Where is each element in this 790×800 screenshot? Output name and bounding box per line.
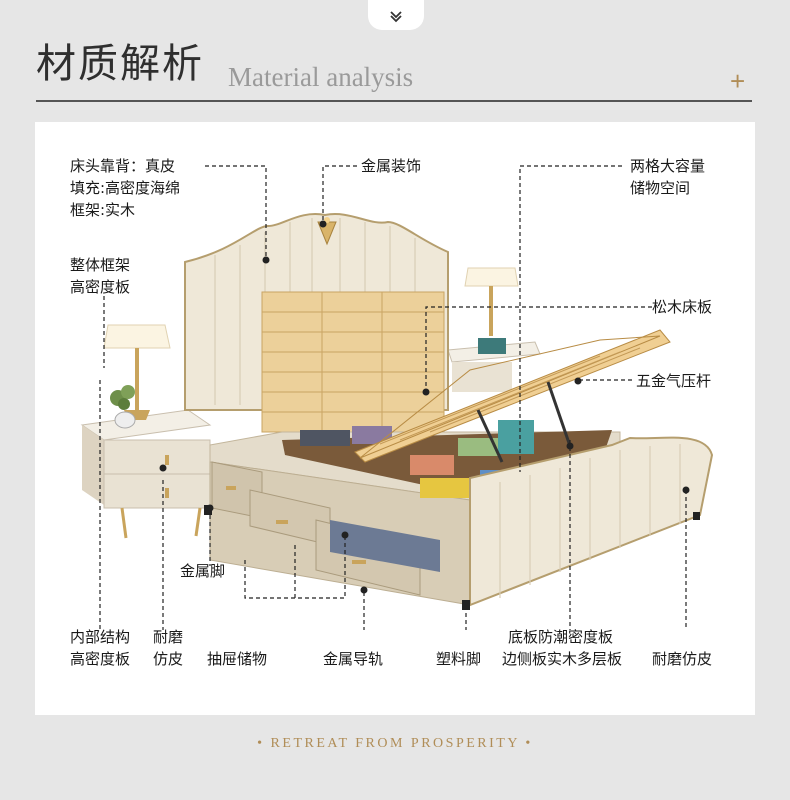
lift-platform <box>354 329 671 463</box>
callout-storage: 两格大容量 储物空间 <box>630 157 706 197</box>
callout-lines <box>99 165 687 630</box>
callout-headboard: 床头靠背：真皮 填充:高密度海绵 框架:实木 <box>70 157 181 219</box>
footboard <box>204 436 714 610</box>
plant <box>110 385 136 429</box>
callout-metal-deco: 金属装饰 <box>361 157 422 175</box>
callout-base-board: 底板防潮密度板 边侧板实木多层板 <box>502 628 623 668</box>
callout-dots <box>159 220 690 610</box>
callout-frame: 整体框架 高密度板 <box>70 256 131 296</box>
footer-tagline: • RETREAT FROM PROSPERITY • <box>257 736 533 751</box>
page-subtitle: Material analysis <box>228 62 414 92</box>
plus-icon[interactable]: + <box>730 66 746 96</box>
callout-wear-resistant-left: 耐磨 仿皮 <box>153 628 184 668</box>
callout-pine-slats: 松木床板 <box>652 298 713 316</box>
callout-plastic-feet: 塑料脚 <box>436 650 482 668</box>
top-tab[interactable] <box>368 0 424 30</box>
lamp-left <box>103 324 171 420</box>
drawers <box>211 461 440 596</box>
nightstand-left <box>80 409 212 539</box>
slat-panel <box>261 291 445 433</box>
nightstand-right <box>447 267 541 392</box>
callout-metal-rail: 金属导轨 <box>323 650 384 668</box>
page-title: 材质解析 <box>36 41 204 87</box>
callout-wear-resistant-right: 耐磨仿皮 <box>652 650 713 668</box>
callout-inner-structure: 内部结构 高密度板 <box>70 628 131 668</box>
title-divider <box>36 100 752 102</box>
chevron-down-icon <box>390 11 402 23</box>
callout-gas-strut: 五金气压杆 <box>636 372 712 390</box>
callout-metal-feet: 金属脚 <box>180 562 226 580</box>
callout-drawer-storage: 抽屉储物 <box>207 650 268 668</box>
